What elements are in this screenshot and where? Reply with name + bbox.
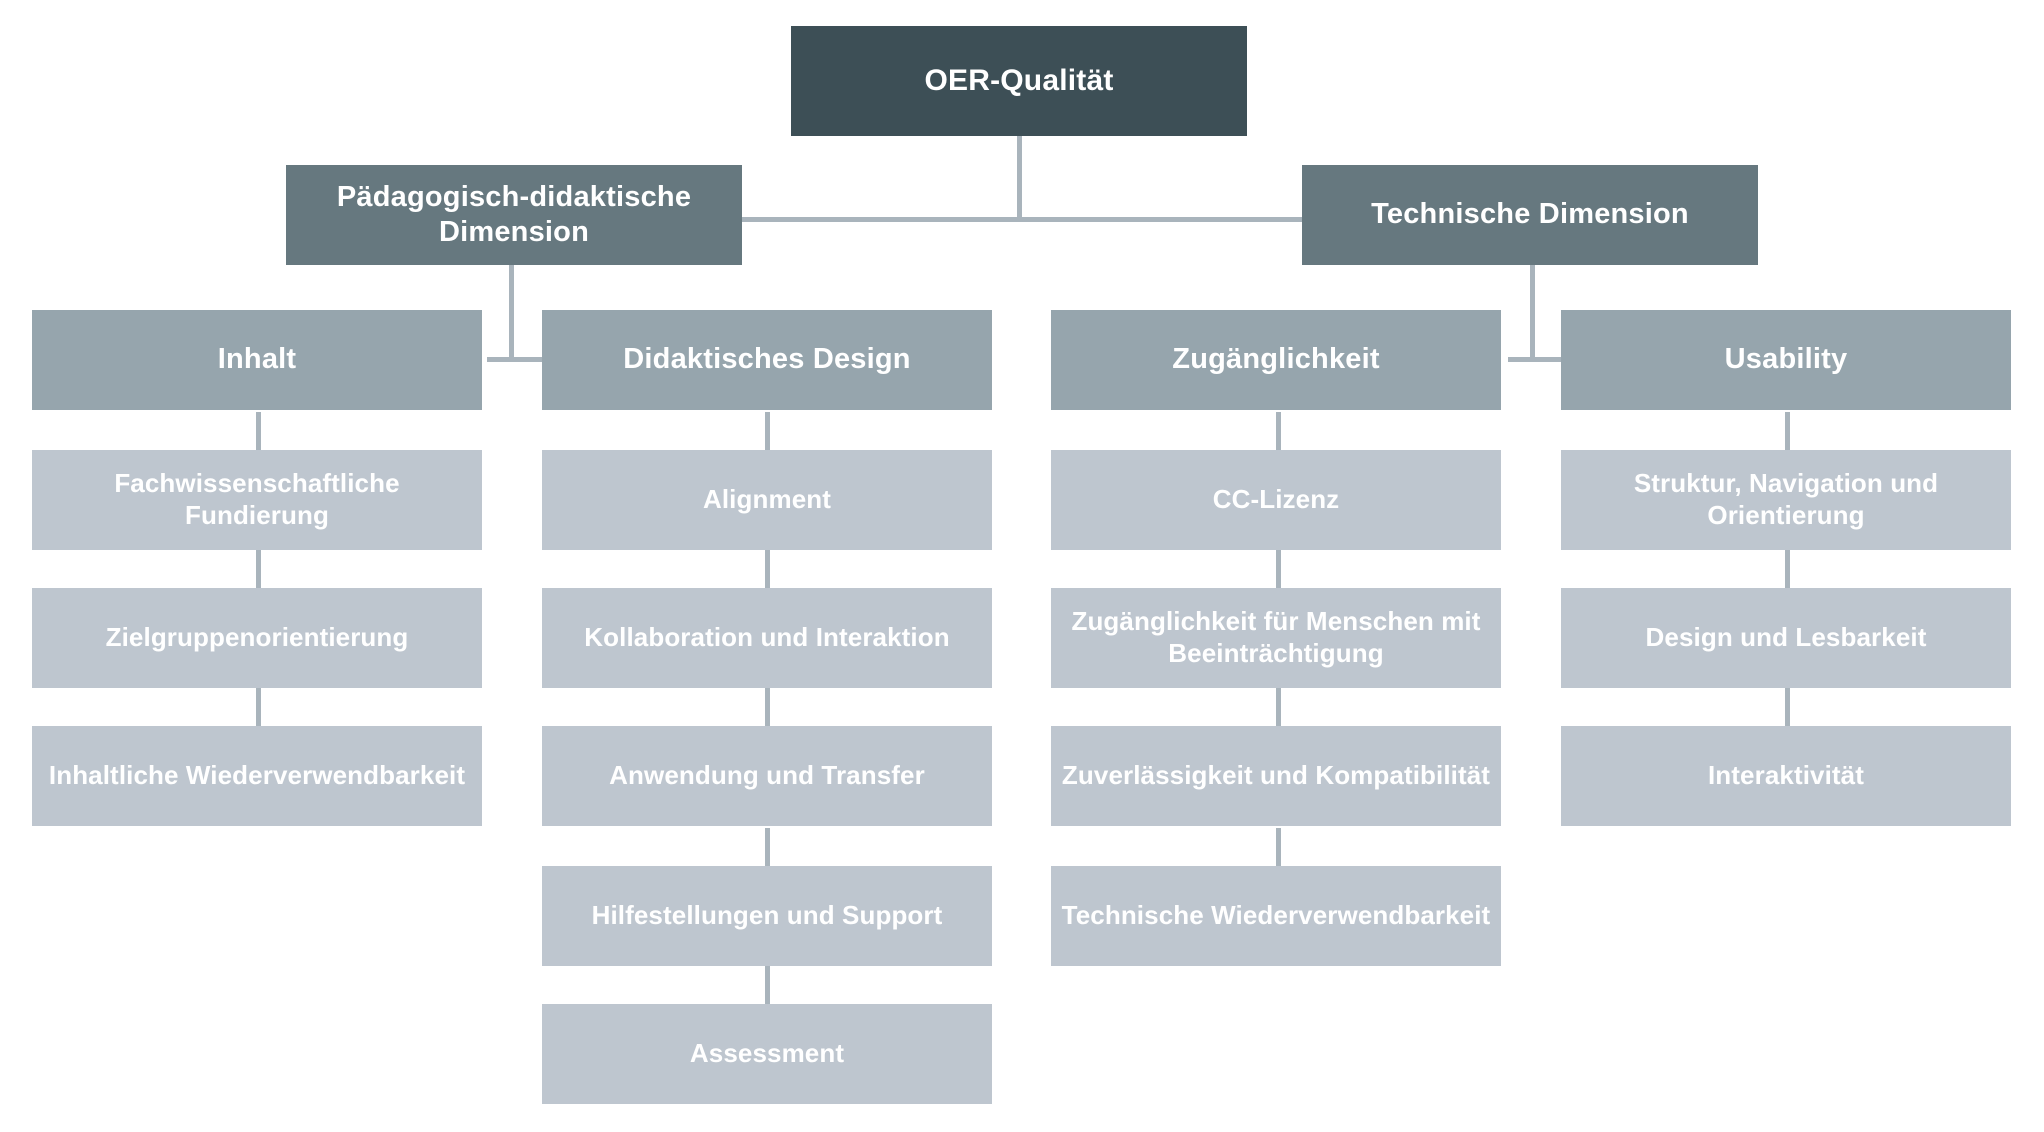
connector-left-category-bus: [487, 357, 542, 362]
connector-root-vertical: [1017, 135, 1022, 220]
node-label: Kollaboration und Interaktion: [584, 622, 950, 653]
node-leaf-fachwissenschaftliche-fundierung[interactable]: Fachwissenschaftliche Fundierung: [32, 450, 482, 550]
node-label: Struktur, Navigation und Orientierung: [1633, 468, 1939, 530]
connector-column-2-spine: [765, 688, 770, 728]
node-label: Technische Wiederverwendbarkeit: [1061, 900, 1491, 931]
node-leaf-kollaboration-und-interaktion[interactable]: Kollaboration und Interaktion: [542, 588, 992, 688]
node-label: Inhalt: [217, 343, 297, 376]
connector-column-3-spine: [1276, 412, 1281, 452]
node-label: Zuverlässigkeit und Kompatibilität: [1061, 760, 1491, 791]
node-label: CC-Lizenz: [1212, 484, 1340, 515]
connector-column-3-spine: [1276, 828, 1281, 868]
connector-column-3-spine: [1276, 550, 1281, 590]
node-label: Didaktisches Design: [623, 343, 911, 376]
node-leaf-technische-wiederverwendbarkeit[interactable]: Technische Wiederverwendbarkeit: [1051, 866, 1501, 966]
node-leaf-struktur-navigation-orientierung[interactable]: Struktur, Navigation und Orientierung: [1561, 450, 2011, 550]
connector-column-2-spine: [765, 966, 770, 1006]
node-leaf-interaktivitaet[interactable]: Interaktivität: [1561, 726, 2011, 826]
node-label: Alignment: [702, 484, 831, 515]
node-label: Hilfestellungen und Support: [591, 900, 943, 931]
connector-column-2-spine: [765, 550, 770, 590]
node-leaf-zugaenglichkeit-beeintraechtigung[interactable]: Zugänglichkeit für Menschen mit Beeinträ…: [1051, 588, 1501, 688]
node-leaf-cc-lizenz[interactable]: CC-Lizenz: [1051, 450, 1501, 550]
connector-column-1-spine: [256, 688, 261, 728]
node-label: Zugänglichkeit für Menschen mit Beeinträ…: [1071, 606, 1481, 668]
node-category-inhalt[interactable]: Inhalt: [32, 310, 482, 410]
connector-column-1-spine: [256, 550, 261, 590]
node-leaf-design-und-lesbarkeit[interactable]: Design und Lesbarkeit: [1561, 588, 2011, 688]
node-dimension-paedagogisch-didaktische[interactable]: Pädagogisch-didaktische Dimension: [286, 165, 742, 265]
node-label: Fachwissenschaftliche Fundierung: [114, 468, 400, 530]
connector-right-dimension-vertical: [1530, 262, 1535, 360]
node-label: Interaktivität: [1707, 760, 1864, 791]
connector-dimension-bus: [735, 217, 1305, 222]
node-label: Zielgruppenorientierung: [105, 622, 409, 653]
node-leaf-hilfestellungen-und-support[interactable]: Hilfestellungen und Support: [542, 866, 992, 966]
node-leaf-alignment[interactable]: Alignment: [542, 450, 992, 550]
connector-column-4-spine: [1785, 412, 1790, 452]
node-category-usability[interactable]: Usability: [1561, 310, 2011, 410]
node-leaf-zielgruppenorientierung[interactable]: Zielgruppenorientierung: [32, 588, 482, 688]
node-category-didaktisches-design[interactable]: Didaktisches Design: [542, 310, 992, 410]
node-label: Technische Dimension: [1371, 198, 1689, 231]
node-leaf-anwendung-und-transfer[interactable]: Anwendung und Transfer: [542, 726, 992, 826]
connector-column-2-spine: [765, 412, 770, 452]
node-label: Assessment: [689, 1038, 845, 1069]
node-label: Design und Lesbarkeit: [1645, 622, 1927, 653]
connector-column-3-spine: [1276, 688, 1281, 728]
node-leaf-zuverlaessigkeit-und-kompatibilitaet[interactable]: Zuverlässigkeit und Kompatibilität: [1051, 726, 1501, 826]
connector-column-4-spine: [1785, 688, 1790, 728]
node-root-oer-qualitaet[interactable]: OER-Qualität: [791, 26, 1247, 136]
node-label: Zugänglichkeit: [1172, 343, 1380, 376]
node-leaf-inhaltliche-wiederverwendbarkeit[interactable]: Inhaltliche Wiederverwendbarkeit: [32, 726, 482, 826]
node-label: Pädagogisch-didaktische Dimension: [336, 180, 692, 248]
connector-column-2-spine: [765, 828, 770, 868]
node-label: Usability: [1724, 343, 1848, 376]
node-label: Inhaltliche Wiederverwendbarkeit: [48, 760, 466, 791]
node-leaf-assessment[interactable]: Assessment: [542, 1004, 992, 1104]
node-dimension-technische[interactable]: Technische Dimension: [1302, 165, 1758, 265]
node-label: OER-Qualität: [924, 63, 1114, 97]
node-label: Anwendung und Transfer: [609, 760, 925, 791]
connector-left-dimension-vertical: [509, 262, 514, 360]
connector-column-4-spine: [1785, 550, 1790, 590]
connector-column-1-spine: [256, 412, 261, 452]
node-category-zugaenglichkeit[interactable]: Zugänglichkeit: [1051, 310, 1501, 410]
connector-right-category-bus: [1508, 357, 1563, 362]
